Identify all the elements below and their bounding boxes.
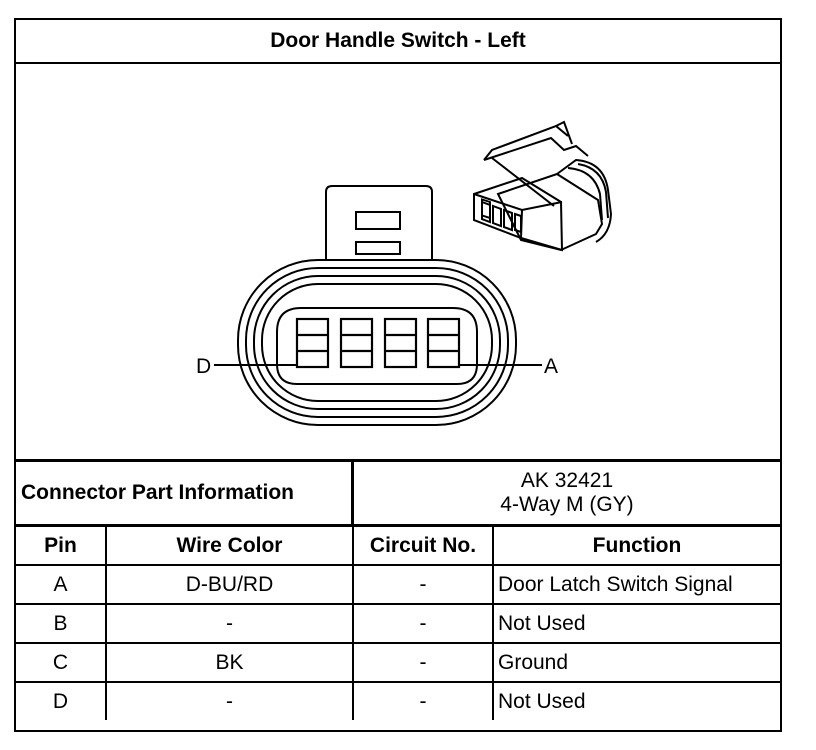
page-title: Door Handle Switch - Left xyxy=(16,20,780,64)
pin-cell: C xyxy=(16,642,107,683)
connector-part-info-row: Connector Part Information AK 32421 4-Wa… xyxy=(16,459,780,527)
connector-face-drawing: D A xyxy=(196,120,613,426)
wire-color-cell: D-BU/RD xyxy=(105,564,354,605)
function-cell: Not Used xyxy=(492,681,780,720)
connector-sheet: Door Handle Switch - Left xyxy=(14,18,782,732)
table-row: C BK - Ground xyxy=(16,642,780,683)
connector-diagram: D A xyxy=(16,64,780,459)
pinout-table: Pin Wire Color Circuit No. Function A D-… xyxy=(16,527,780,720)
table-row: B - - Not Used xyxy=(16,603,780,644)
header-circuit-no: Circuit No. xyxy=(352,527,494,566)
part-number: AK 32421 xyxy=(520,469,614,492)
header-function: Function xyxy=(492,527,780,566)
pinout-header-row: Pin Wire Color Circuit No. Function xyxy=(16,527,780,566)
wire-color-cell: - xyxy=(105,681,354,720)
table-row: A D-BU/RD - Door Latch Switch Signal xyxy=(16,564,780,605)
function-cell: Not Used xyxy=(492,603,780,644)
connector-part-info-value: AK 32421 4-Way M (GY) xyxy=(354,462,780,524)
pin-cell: D xyxy=(16,681,107,720)
circuit-cell: - xyxy=(352,564,494,605)
pin-cell: B xyxy=(16,603,107,644)
header-wire-color: Wire Color xyxy=(105,527,354,566)
table-row: D - - Not Used xyxy=(16,681,780,720)
circuit-cell: - xyxy=(352,642,494,683)
header-pin: Pin xyxy=(16,527,107,566)
function-cell: Door Latch Switch Signal xyxy=(492,564,780,605)
pin-cell: A xyxy=(16,564,107,605)
circuit-cell: - xyxy=(352,603,494,644)
connector-part-info-label: Connector Part Information xyxy=(16,462,354,524)
wire-color-cell: BK xyxy=(105,642,354,683)
pin-label-d: D xyxy=(196,355,211,378)
connector-isometric-view xyxy=(473,120,613,252)
wire-color-cell: - xyxy=(105,603,354,644)
part-description: 4-Way M (GY) xyxy=(500,493,634,516)
circuit-cell: - xyxy=(352,681,494,720)
pin-label-a: A xyxy=(544,355,558,378)
function-cell: Ground xyxy=(492,642,780,683)
